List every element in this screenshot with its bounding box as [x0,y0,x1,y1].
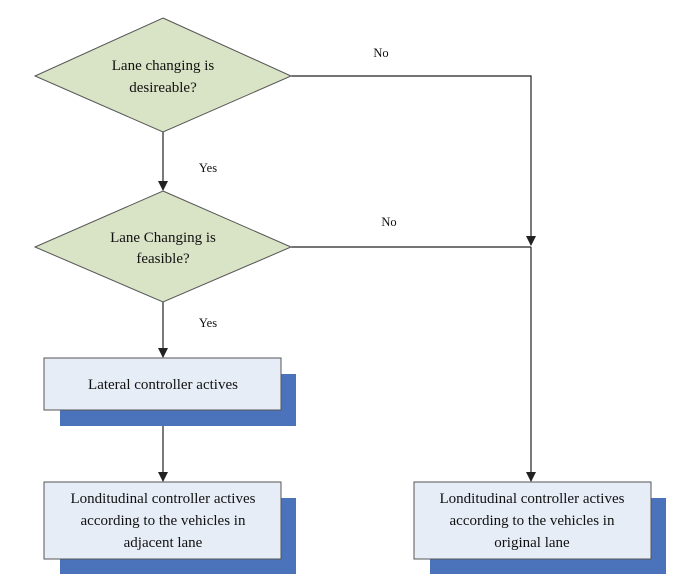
decision-lane-changing-feasible: Lane Changing is feasible? [33,190,293,303]
edge-label-no-1: No [373,46,388,60]
box-label-line-1: Londitudinal controller actives [440,491,625,507]
box-label-line-3: original lane [494,535,570,551]
box-lateral-controller: Lateral controller actives [43,357,296,426]
decision-label-line-2: feasible? [136,251,190,267]
box-body [43,357,282,411]
box-label-line-3: adjacent lane [124,535,203,551]
box-label-line-2: according to the vehicles in [81,513,246,529]
box-label-line-1: Londitudinal controller actives [71,491,256,507]
box-longitudinal-adjacent-lane: Londitudinal controller actives accordin… [43,481,296,574]
connector-no-1 [291,75,536,246]
decision-label-line-1: Lane Changing is [110,230,216,246]
decision-diamond [33,190,293,303]
edge-label-yes-1: Yes [199,161,217,175]
box-label-line-1: Lateral controller actives [88,377,238,393]
box-body [413,481,652,560]
edge-label-yes-2: Yes [199,316,217,330]
box-label-line-2: according to the vehicles in [450,513,615,529]
edge-label-no-2: No [381,215,396,229]
box-longitudinal-original-lane: Londitudinal controller actives accordin… [413,481,666,574]
box-body [43,481,282,560]
decision-diamond [33,17,293,133]
decision-lane-changing-desirable: Lane changing is desireable? [33,17,293,133]
decision-label-line-2: desireable? [129,80,197,96]
decision-label-line-1: Lane changing is [112,58,215,74]
